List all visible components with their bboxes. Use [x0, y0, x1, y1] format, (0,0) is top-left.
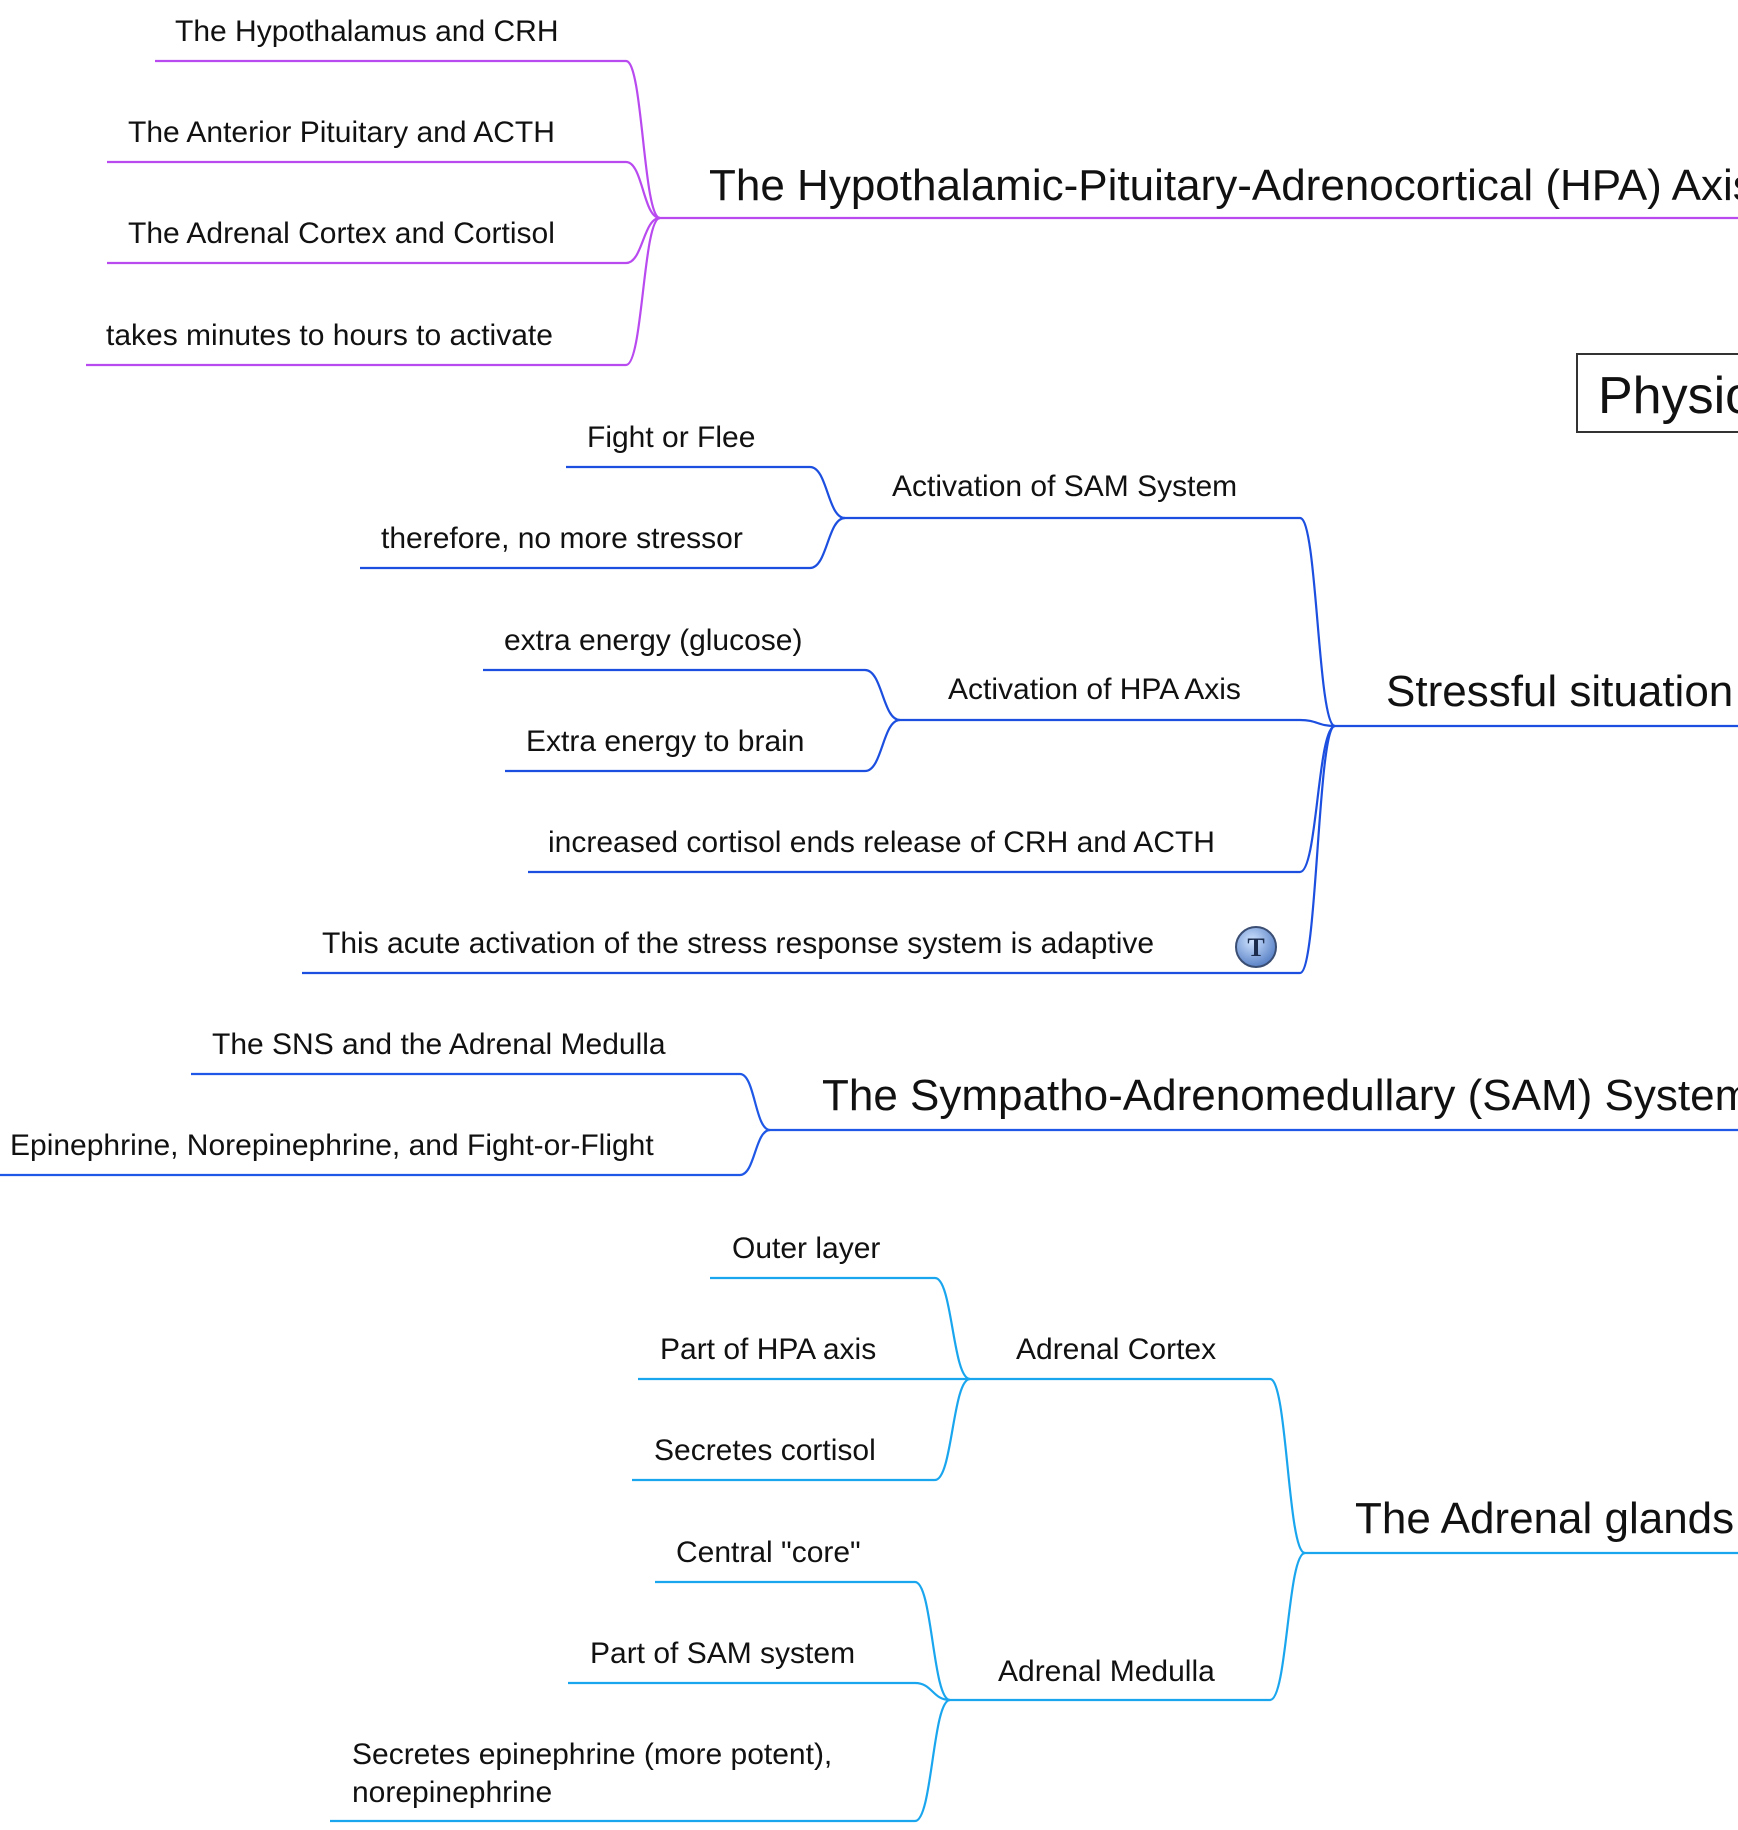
sam-item-connector: [739, 1128, 771, 1177]
sam-item-epinephrine[interactable]: Epinephrine, Norepinephrine, and Fight-o…: [10, 1129, 654, 1162]
medulla-item-connector: [914, 1681, 951, 1702]
medulla-item-sam-part[interactable]: Part of SAM system: [590, 1637, 856, 1670]
stressful-situation-title[interactable]: Stressful situation: [1386, 667, 1734, 716]
hpa-axis-title[interactable]: The Hypothalamic-Pituitary-Adrenocortica…: [709, 161, 1738, 210]
adrenal-glands-title[interactable]: The Adrenal glands: [1355, 1494, 1735, 1543]
medulla-item-connector: [914, 1580, 951, 1702]
medulla-item-secretes-epinephrine[interactable]: Secretes epinephrine (more potent),: [352, 1738, 833, 1771]
hpa-item-activation-time[interactable]: takes minutes to hours to activate: [106, 319, 553, 352]
adaptive-item-connector: [1298, 724, 1337, 975]
sam-item-sns-medulla[interactable]: The SNS and the Adrenal Medulla: [212, 1028, 666, 1061]
svg-text:T: T: [1247, 933, 1264, 962]
root-node-box[interactable]: [1576, 353, 1738, 433]
hpa-item-anterior-pituitary[interactable]: The Anterior Pituitary and ACTH: [128, 116, 555, 149]
medulla-item-central-core[interactable]: Central "core": [676, 1536, 861, 1569]
activation-hpa-connector: [1299, 718, 1336, 728]
hpa-item-connector: [625, 216, 661, 367]
adrenal-cortex-connector: [1269, 1377, 1306, 1555]
hpa-act-item-brain-energy[interactable]: Extra energy to brain: [526, 725, 805, 758]
cortex-item-connector: [934, 1377, 971, 1482]
sam-item-connector: [739, 1072, 771, 1132]
sam-system-title[interactable]: The Sympatho-Adrenomedullary (SAM) Syste…: [822, 1071, 1738, 1120]
hpa-item-hypothalamus[interactable]: The Hypothalamus and CRH: [175, 15, 559, 48]
note-icon[interactable]: T: [1233, 924, 1279, 970]
hpa-act-item-connector: [864, 668, 901, 722]
cortex-item-outer-layer[interactable]: Outer layer: [732, 1232, 881, 1265]
hpa-act-item-connector: [864, 718, 901, 773]
sam-item-connector: [809, 516, 846, 570]
adrenal-medulla-label[interactable]: Adrenal Medulla: [998, 1655, 1215, 1688]
adaptive-response-item[interactable]: This acute activation of the stress resp…: [322, 927, 1155, 960]
cortex-item-connector: [934, 1276, 971, 1381]
sam-item-fight-or-flee[interactable]: Fight or Flee: [587, 421, 756, 454]
hpa-item-connector: [625, 59, 661, 220]
cortisol-item-connector: [1299, 724, 1336, 874]
sam-item-connector: [809, 465, 846, 520]
sam-item-no-more-stressor[interactable]: therefore, no more stressor: [381, 522, 743, 555]
activation-sam-connector: [1298, 516, 1337, 728]
cortisol-feedback-item[interactable]: increased cortisol ends release of CRH a…: [548, 826, 1215, 859]
adrenal-cortex-label[interactable]: Adrenal Cortex: [1016, 1333, 1217, 1366]
hpa-item-connector: [625, 216, 661, 265]
medulla-item-connector: [914, 1698, 951, 1823]
root-node-label: Physio: [1598, 367, 1738, 425]
adrenal-medulla-connector: [1269, 1551, 1306, 1702]
hpa-item-adrenal-cortex[interactable]: The Adrenal Cortex and Cortisol: [128, 217, 555, 250]
cortex-item-secretes-cortisol[interactable]: Secretes cortisol: [654, 1434, 876, 1467]
medulla-item-norepinephrine[interactable]: norepinephrine: [352, 1776, 553, 1809]
cortex-item-hpa-part[interactable]: Part of HPA axis: [660, 1333, 877, 1366]
activation-sam-label[interactable]: Activation of SAM System: [892, 470, 1238, 503]
activation-hpa-label[interactable]: Activation of HPA Axis: [948, 673, 1241, 706]
hpa-act-item-glucose[interactable]: extra energy (glucose): [504, 624, 803, 657]
hpa-item-connector: [625, 160, 661, 220]
